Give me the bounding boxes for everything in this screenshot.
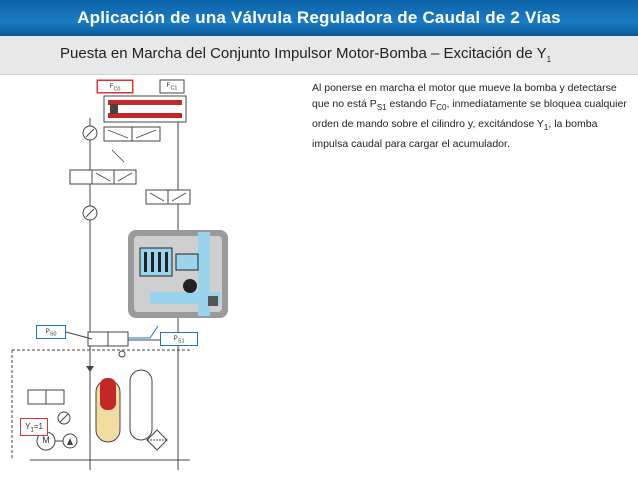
- desc-sub-y1: 1: [543, 123, 549, 133]
- label-y1-sub: 1: [30, 427, 34, 434]
- desc-part-1: Al ponerse en marcha el motor que mueve …: [312, 82, 617, 110]
- label-fc0-text: F: [109, 83, 114, 90]
- callout-line: [128, 325, 159, 339]
- subtitle-text: Puesta en Marcha del Conjunto Impulsor M…: [60, 45, 547, 62]
- label-ps0-sub: S0: [49, 331, 57, 338]
- label-ps0-text: P: [45, 328, 50, 335]
- label-ps1-sub: S1: [177, 338, 185, 345]
- label-ps0: PS0: [36, 325, 66, 339]
- label-fc1-sub: C1: [170, 85, 178, 92]
- cylinder-rod-chamber: [108, 100, 182, 105]
- label-y1-value: =1: [33, 422, 43, 431]
- label-y1-excitation: Y1=1: [20, 418, 48, 436]
- label-fc1-text: F: [166, 82, 171, 89]
- label-fc1: FC1: [162, 80, 182, 91]
- hydraulic-circuit-diagram: [11, 79, 228, 470]
- subtitle-subscript: 1: [546, 55, 552, 64]
- label-motor: M: [42, 435, 50, 445]
- label-fc0: FC0: [97, 80, 133, 93]
- label-fc0-sub: C0: [113, 86, 121, 93]
- slide-title: Aplicación de una Válvula Reguladora de …: [77, 8, 561, 27]
- label-ps1: PS1: [160, 332, 198, 346]
- title-bar: Aplicación de una Válvula Reguladora de …: [0, 0, 638, 36]
- fc1-limit-switch: [159, 79, 185, 94]
- desc-sub-fc0: C0: [436, 103, 447, 113]
- desc-sub-ps1: S1: [376, 103, 387, 113]
- slide-subtitle: Puesta en Marcha del Conjunto Impulsor M…: [60, 45, 551, 64]
- desc-part-4: , la bomba impulsa caudal para cargar el…: [312, 118, 598, 151]
- desc-part-3: , inmediatamente se bloquea cualquier or…: [312, 98, 627, 131]
- check-valve: [86, 366, 94, 372]
- accumulators: [95, 369, 153, 443]
- hydraulic-cylinder: [103, 95, 187, 123]
- desc-part-2: estando F: [386, 98, 437, 110]
- description-text: Al ponerse en marcha el motor que mueve …: [312, 80, 634, 152]
- subtitle-bar: Puesta en Marcha del Conjunto Impulsor M…: [0, 36, 638, 75]
- cylinder-head-chamber: [108, 113, 182, 118]
- label-y1-text: Y: [25, 422, 31, 431]
- label-ps1-text: P: [173, 335, 178, 342]
- flow-control-valve-section: [128, 230, 228, 318]
